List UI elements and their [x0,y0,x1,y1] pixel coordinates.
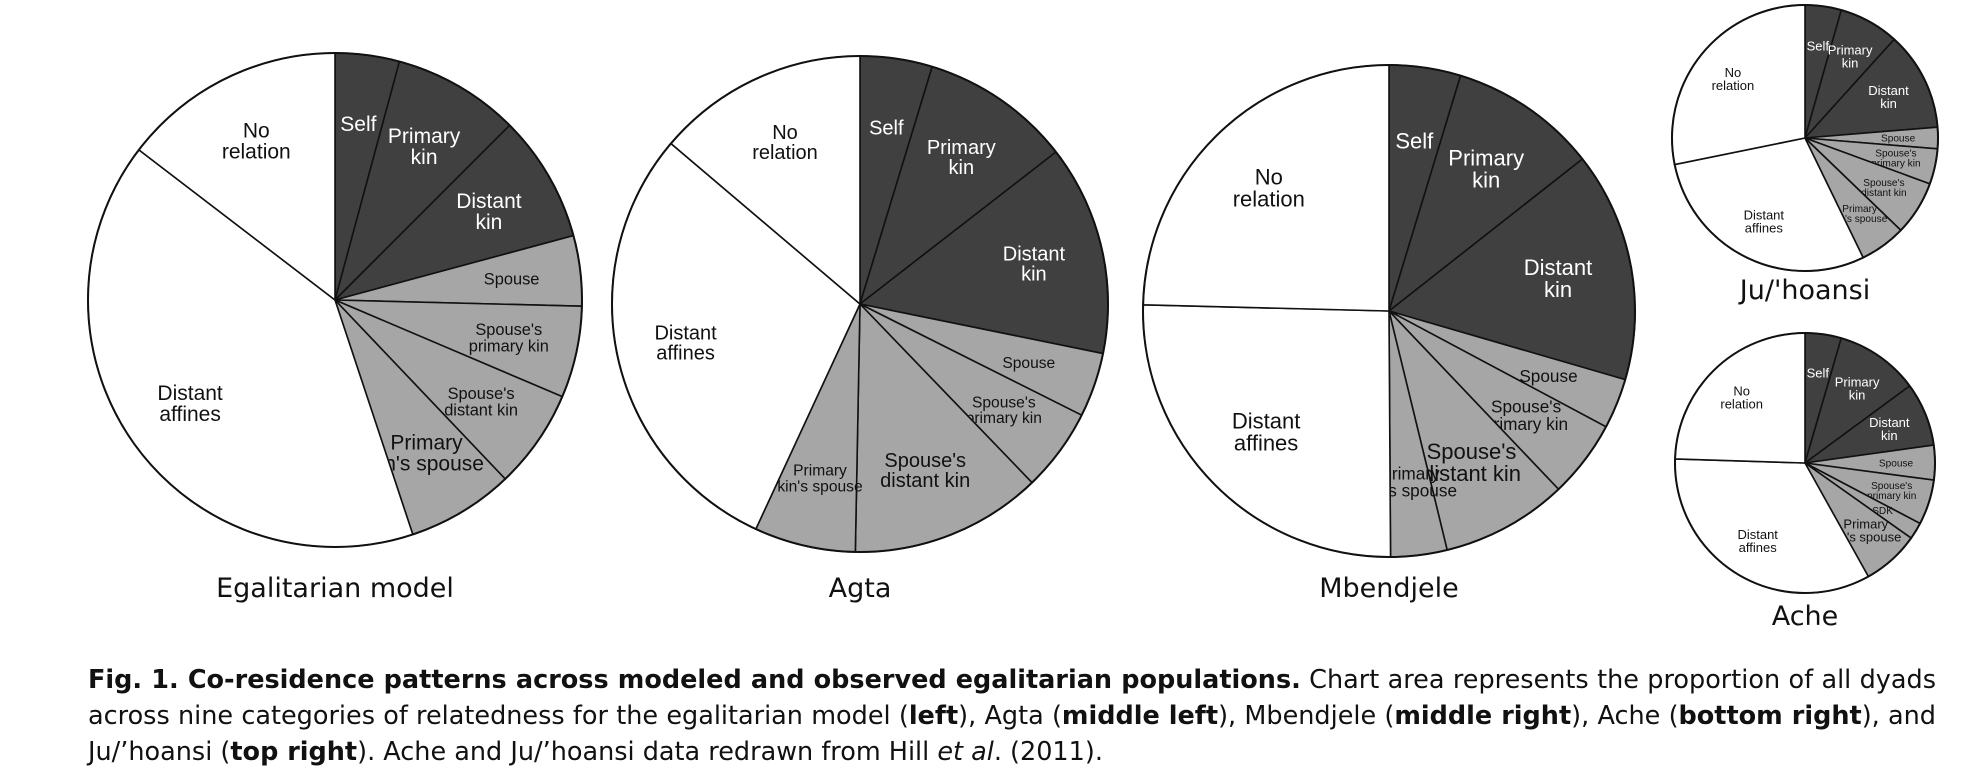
pie-outline [611,55,1109,553]
caption-italic-et-al: et al [937,736,994,767]
pie-label-spouse: Spouse [1879,458,1914,469]
pie-title-egalitarian-model: Egalitarian model [216,573,454,604]
pie-label-self: Self [869,117,904,139]
pie-label-spouse: Spouse [1519,366,1577,386]
pie-label-self: Self [1395,128,1434,153]
caption-text-6: ). Ache and Ju/’hoansi data redrawn from… [357,736,938,767]
caption-text-4: ), Ache ( [1571,700,1679,731]
pie-outline [1671,4,1939,272]
caption-bold-left: left [908,700,959,731]
figure-caption: Fig. 1. Co-residence patterns across mod… [88,662,1936,770]
pie-label-self: Self [340,113,376,136]
caption-fig-label: Fig. 1. Co-residence patterns across mod… [88,664,1301,695]
pie-outline [1142,64,1636,558]
pie-label-spouse: Spouse [484,271,540,289]
pie-label-self: Self [1807,366,1830,381]
caption-bold-middle-left: middle left [1061,700,1219,731]
pie-title-ju-hoansi: Ju/'hoansi [1738,275,1870,306]
caption-bold-bottom-right: bottom right [1678,700,1862,731]
pie-outline [87,52,583,548]
pie-label-spouse: Spouse [1002,355,1055,372]
pie-label-spouse: Spouse [1881,134,1916,145]
caption-text-3: ), Mbendjele ( [1218,700,1395,731]
pie-label-self: Self [1807,38,1830,53]
pie-title-mbendjele: Mbendjele [1319,573,1459,604]
caption-bold-top-right: top right [230,736,358,767]
caption-text-1: Chart area represents the proportion of … [88,664,1936,731]
pie-title-ache: Ache [1772,601,1839,630]
pie-label-sdk: SDK [1872,506,1893,517]
pie-outline [1674,332,1936,594]
caption-text-2: ), Agta ( [958,700,1062,731]
caption-text-7: . (2011). [993,736,1103,767]
caption-bold-middle-right: middle right [1394,700,1572,731]
pie-title-agta: Agta [829,573,892,604]
